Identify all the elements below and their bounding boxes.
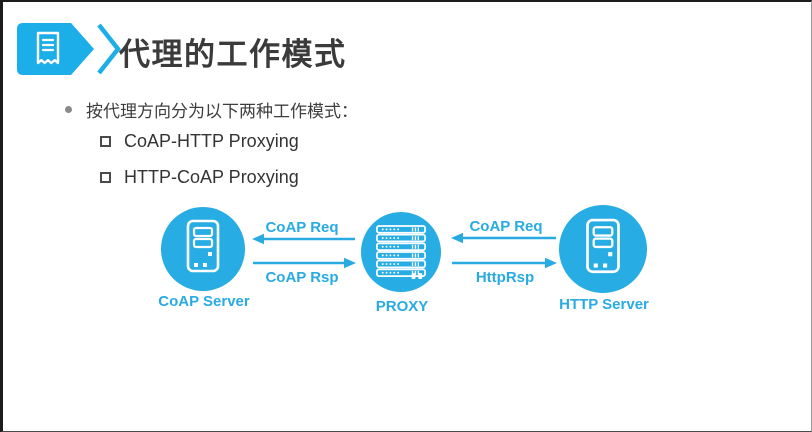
sub-bullet-coap-http: CoAP-HTTP Proxying xyxy=(100,131,299,152)
node-proxy xyxy=(361,212,441,292)
node-label-http-server: HTTP Server xyxy=(559,296,649,313)
arrow-label-coap-req-2: CoAP Req xyxy=(469,218,543,235)
proxy-diagram: CoAP Server PROXY HTTP Server xyxy=(3,2,811,431)
chevron-icon xyxy=(97,23,121,75)
header-banner xyxy=(17,23,121,75)
arrow-http-rsp-right xyxy=(452,257,557,269)
square-bullet-icon xyxy=(100,172,111,183)
receipt-document-icon xyxy=(36,31,60,65)
bullet-main-text: 按代理方向分为以下两种工作模式： xyxy=(86,102,358,121)
page-title: 代理的工作模式 xyxy=(119,37,347,72)
node-coap-server xyxy=(161,207,245,291)
node-label-proxy: PROXY xyxy=(375,298,429,315)
sub-bullet-text: CoAP-HTTP Proxying xyxy=(124,131,299,151)
server-tower-icon xyxy=(186,219,220,273)
arrow-coap-rsp-right xyxy=(253,257,356,269)
arrow-label-coap-rsp: CoAP Rsp xyxy=(265,269,339,286)
sub-bullet-http-coap: HTTP-CoAP Proxying xyxy=(100,167,299,188)
bullet-main: 按代理方向分为以下两种工作模式： xyxy=(65,97,358,122)
arrow-label-http-rsp: HttpRsp xyxy=(475,269,535,286)
server-rack-icon xyxy=(376,225,426,279)
server-tower-icon xyxy=(586,218,620,274)
node-label-coap-server: CoAP Server xyxy=(158,293,250,310)
node-http-server xyxy=(559,205,647,293)
arrow-label-coap-req-1: CoAP Req xyxy=(265,219,339,236)
banner-shape xyxy=(17,23,94,75)
sub-bullet-text: HTTP-CoAP Proxying xyxy=(124,167,299,187)
bullet-dot-icon xyxy=(65,106,72,113)
square-bullet-icon xyxy=(100,136,111,147)
